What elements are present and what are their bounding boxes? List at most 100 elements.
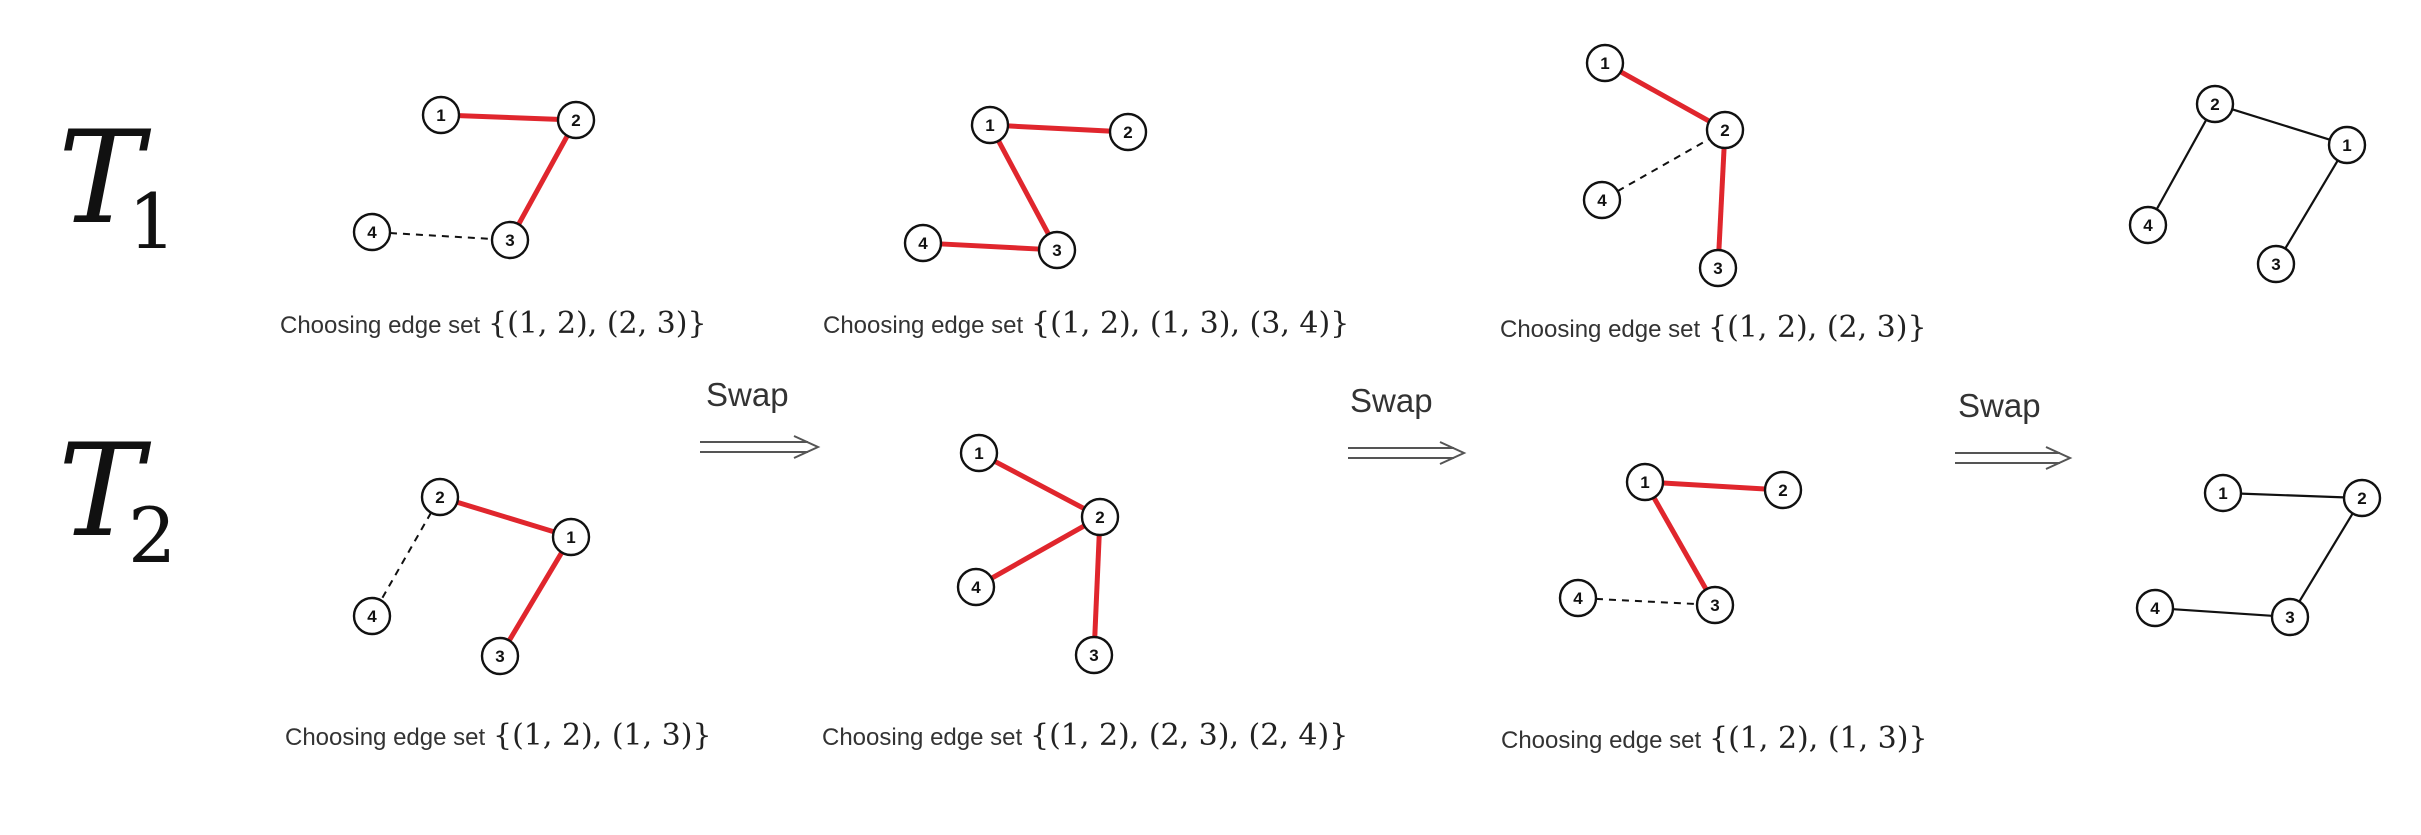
node-label: 1 [1600, 54, 1609, 73]
node-label: 4 [2150, 599, 2160, 618]
node-circle [1698, 248, 1738, 288]
node-label: 1 [974, 444, 983, 463]
caption-t2-b: Choosing edge set {(1, 2), (2, 3), (2, 4… [822, 718, 1348, 753]
node-label: 3 [495, 647, 504, 666]
node-label: 1 [1640, 473, 1649, 492]
node-circle [1625, 462, 1665, 502]
node-label: 2 [571, 111, 580, 130]
node-circle [2128, 205, 2168, 245]
caption-edge-set: {(1, 2), (2, 3)} [1708, 310, 1927, 345]
caption-prefix: Choosing edge set [280, 312, 480, 339]
node-4: 4 [956, 567, 996, 607]
node-4: 4 [2128, 205, 2168, 245]
node-circle [352, 212, 392, 252]
edge-2-3 [516, 134, 570, 226]
node-3: 3 [1074, 635, 1114, 675]
node-1: 1 [970, 105, 1010, 145]
node-circle [2135, 588, 2175, 628]
node-circle [421, 95, 461, 135]
node-circle [2195, 84, 2235, 124]
node-1: 1 [959, 433, 999, 473]
node-3: 3 [1695, 585, 1735, 625]
node-label: 2 [2357, 489, 2366, 508]
node-2: 2 [1763, 470, 1803, 510]
node-circle [1080, 497, 1120, 537]
node-3: 3 [1037, 230, 1077, 270]
node-label: 3 [2271, 255, 2280, 274]
caption-edge-set: {(1, 2), (1, 3)} [1709, 721, 1928, 756]
caption-t2-c: Choosing edge set {(1, 2), (1, 3)} [1501, 721, 1928, 756]
node-circle [420, 477, 460, 517]
node-1: 1 [1625, 462, 1665, 502]
node-circle [480, 636, 520, 676]
edge-2-3 [2298, 512, 2354, 603]
node-3: 3 [490, 220, 530, 260]
node-circle [959, 433, 999, 473]
node-circle [490, 220, 530, 260]
edge-2-1 [2231, 108, 2331, 141]
node-circle [1108, 112, 1148, 152]
edge-2-3 [1716, 147, 1727, 251]
node-label: 2 [1095, 508, 1104, 527]
node-label: 4 [2143, 216, 2153, 235]
caption-prefix: Choosing edge set [823, 312, 1023, 339]
node-circle [2342, 478, 2382, 518]
swap-double-arrow-icon [1955, 446, 2073, 470]
node-1: 1 [1585, 43, 1625, 83]
node-label: 1 [985, 116, 994, 135]
edge-1-2 [2240, 492, 2345, 499]
edge-4-3 [1595, 597, 1698, 606]
node-circle [1074, 635, 1114, 675]
row-label-t2-subscript: 2 [128, 491, 176, 580]
edge-4-2 [1617, 138, 1710, 192]
graph-t2-c: 1 2 3 4 [1558, 462, 1803, 625]
caption-prefix: Choosing edge set [1501, 727, 1701, 754]
row-label-t1-letter: T [58, 104, 152, 253]
node-2: 2 [1080, 497, 1120, 537]
node-circle [956, 567, 996, 607]
caption-prefix: Choosing edge set [1500, 316, 1700, 343]
row-label-t1-subscript: 1 [128, 177, 176, 266]
caption-prefix: Choosing edge set [822, 724, 1022, 751]
edge-2-3 [1092, 534, 1102, 638]
swap-double-arrow-icon [700, 435, 821, 459]
edge-1-2 [993, 459, 1086, 511]
node-circle [1037, 230, 1077, 270]
node-2: 2 [1705, 110, 1745, 150]
node-2: 2 [556, 100, 596, 140]
graph-t1-d: 1 2 3 4 [2128, 84, 2367, 284]
node-circle [2256, 244, 2296, 284]
caption-t1-c: Choosing edge set {(1, 2), (2, 3)} [1500, 310, 1927, 345]
edge-1-3 [2284, 159, 2339, 250]
node-label: 4 [367, 223, 377, 242]
edge-4-3 [940, 241, 1040, 252]
node-label: 2 [1123, 123, 1132, 142]
node-label: 1 [2342, 136, 2351, 155]
node-label: 3 [1052, 241, 1061, 260]
edge-1-3 [996, 139, 1051, 236]
node-label: 4 [1597, 191, 1607, 210]
node-circle [1585, 43, 1625, 83]
node-label: 4 [971, 578, 981, 597]
node-4: 4 [2135, 588, 2175, 628]
node-label: 2 [2210, 95, 2219, 114]
edge-1-3 [507, 551, 564, 642]
node-4: 4 [1558, 578, 1598, 618]
graph-t1-a: 1 2 3 4 [352, 95, 596, 260]
node-4: 4 [1582, 180, 1622, 220]
node-circle [903, 223, 943, 263]
node-4: 4 [903, 223, 943, 263]
edge-4-2 [990, 523, 1086, 581]
node-circle [2270, 597, 2310, 637]
node-3: 3 [480, 636, 520, 676]
node-2: 2 [1108, 112, 1148, 152]
swap-arrow-2: Swap [1348, 382, 1467, 465]
row-label-t1: T 1 [58, 104, 176, 266]
node-1: 1 [421, 95, 461, 135]
edge-1-2 [1662, 480, 1766, 492]
swap-double-arrow-icon [1348, 441, 1467, 465]
